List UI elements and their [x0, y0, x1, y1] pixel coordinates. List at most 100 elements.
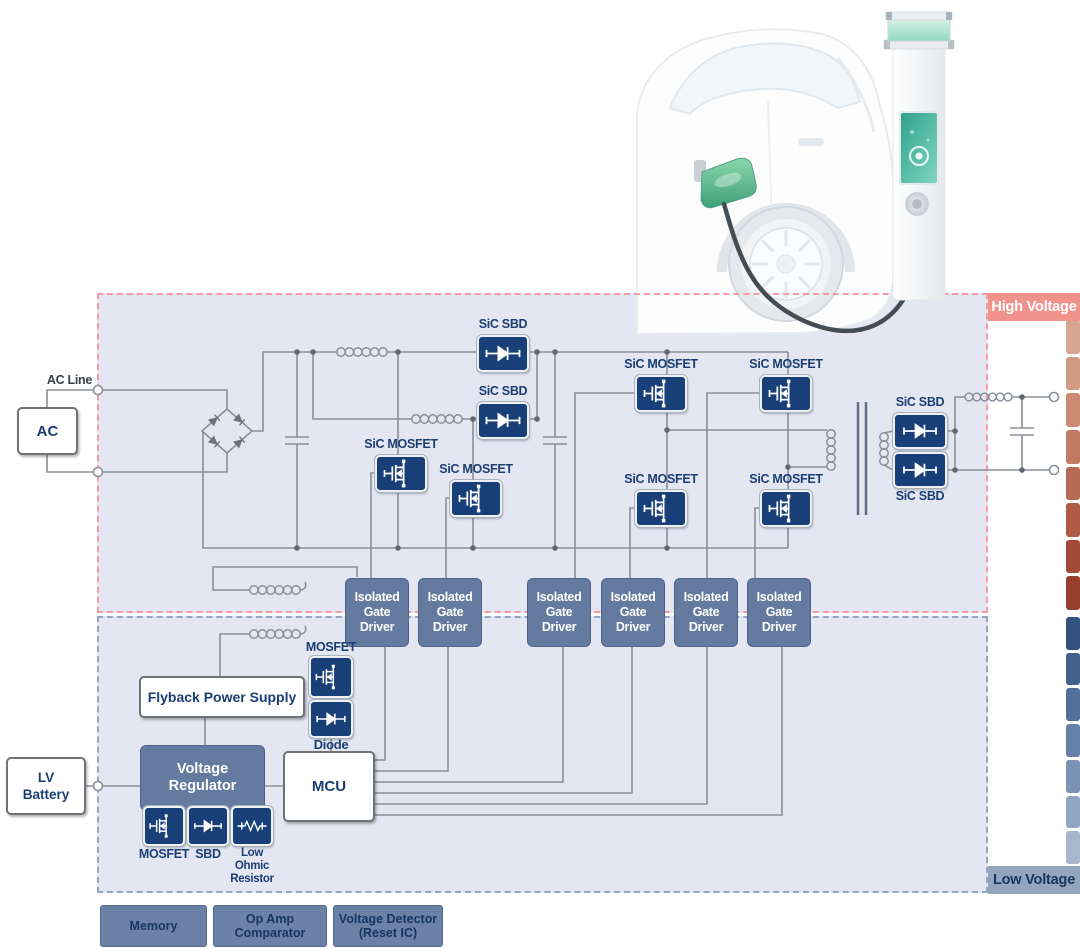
opamp-line1: Op Amp [245, 911, 295, 926]
voltage-bar-segment [1066, 429, 1080, 464]
voltage-bar-segment [1066, 356, 1080, 391]
driver-line: Gate [765, 605, 793, 619]
flyback-mosfet-block[interactable] [308, 655, 354, 699]
driver-line: Gate [692, 605, 720, 619]
vr-sbd-block[interactable] [186, 805, 230, 847]
sic-mosfet-label: SiC MOSFET [624, 472, 698, 486]
lv-battery-block[interactable]: LV Battery [6, 757, 86, 815]
plug-highlight [714, 172, 742, 188]
ac-source-block[interactable]: AC [17, 407, 78, 455]
high-voltage-badge: High Voltage [988, 293, 1080, 321]
lv-battery-line1: LV [37, 770, 55, 785]
wire-group [46, 351, 1050, 816]
voltage-bar-segment [1066, 466, 1080, 501]
sic-sbd-block-out1[interactable] [892, 412, 948, 450]
vr-line1: Voltage [176, 761, 229, 777]
diode-symbol-icon [485, 345, 521, 362]
transformer-secondary-coil [879, 432, 889, 466]
vdet-line2: (Reset IC) [358, 926, 418, 940]
inductor-coils [249, 347, 1013, 639]
cap-corner [884, 40, 890, 49]
lor-line2: Ohmic [234, 860, 270, 872]
sic-sbd-label: SiC SBD [478, 384, 528, 398]
sic-mosfet-block-bridge-tr[interactable] [759, 374, 813, 413]
low-ohmic-resistor-label: Low Ohmic Resistor [225, 847, 279, 886]
sic-mosfet-block-bridge-br[interactable] [759, 489, 813, 528]
voltage-bar-segment [1066, 688, 1080, 722]
sic-sbd-block-out2[interactable] [892, 451, 948, 489]
voltage-bar-segment [1066, 320, 1080, 354]
driver-line: Driver [432, 620, 468, 634]
sic-sbd-label: SiC SBD [895, 395, 945, 409]
driver-line: Driver [615, 620, 651, 634]
driver-line: Isolated [756, 590, 802, 604]
flyback-diode-block[interactable] [308, 699, 354, 739]
diode-label: Diode [313, 737, 349, 752]
sic-mosfet-block-bridge-tl[interactable] [634, 374, 688, 413]
screen-sparkle [910, 130, 914, 134]
car-body-group [636, 28, 895, 336]
ac-line-label: AC Line [46, 373, 92, 387]
sic-mosfet-block-pfc2[interactable] [449, 479, 503, 518]
diode-symbol-icon [194, 819, 222, 833]
screen-ring-icon [909, 146, 929, 166]
driver-line: Isolated [427, 590, 473, 604]
opamp-comparator-block[interactable]: Op Amp Comparator [213, 905, 327, 947]
sic-mosfet-label: SiC MOSFET [364, 437, 438, 451]
driver-line: Isolated [354, 590, 400, 604]
mcu-block[interactable]: MCU [283, 751, 375, 822]
pfc-inductor-1 [336, 347, 388, 357]
voltage-regulator-block[interactable]: Voltage Regulator [140, 745, 265, 811]
charging-cable [721, 201, 906, 334]
sic-mosfet-label: SiC MOSFET [749, 472, 823, 486]
flyback-power-supply-block[interactable]: Flyback Power Supply [139, 676, 305, 718]
mosfet-symbol-icon [768, 494, 791, 523]
sic-mosfet-block-bridge-bl[interactable] [634, 489, 688, 528]
mosfet-symbol-icon [458, 484, 481, 513]
car-pillar-line [836, 57, 876, 133]
mosfet-label: MOSFET [305, 640, 357, 654]
driver-line: Gate [363, 605, 391, 619]
driver-line: Gate [436, 605, 464, 619]
driver-line: Driver [359, 620, 395, 634]
vr-sbd-label: SBD [195, 847, 221, 861]
opamp-line2: Comparator [234, 926, 306, 940]
ac-label: AC [36, 422, 59, 440]
sic-sbd-block-2[interactable] [476, 401, 530, 440]
vr-mosfet-block[interactable] [142, 805, 186, 847]
vr-resistor-block[interactable] [230, 805, 274, 847]
mosfet-symbol-icon [383, 459, 406, 488]
driver-line: Isolated [610, 590, 656, 604]
bridge-rectifier-diodes [208, 413, 246, 449]
voltage-detector-block[interactable]: Voltage Detector (Reset IC) [333, 905, 443, 947]
sic-mosfet-label: SiC MOSFET [624, 357, 698, 371]
memory-block[interactable]: Memory [100, 905, 207, 947]
diode-symbol-icon [316, 712, 346, 726]
car-door-handle [798, 138, 824, 146]
mosfet-symbol-icon [643, 494, 666, 523]
voltage-bar-segment [1066, 724, 1080, 757]
voltage-bar-blue [1066, 617, 1080, 865]
screen-sparkle [926, 138, 930, 142]
memory-label: Memory [129, 918, 178, 933]
sic-mosfet-block-pfc1[interactable] [374, 454, 428, 493]
vr-mosfet-label: MOSFET [138, 847, 190, 861]
lv-battery-line2: Battery [22, 787, 70, 802]
pillar-button-inner [912, 199, 922, 209]
sic-sbd-label: SiC SBD [895, 489, 945, 503]
voltage-bar-segment [1066, 539, 1080, 574]
screen-dot-icon [915, 152, 923, 160]
voltage-bar-segment [1066, 576, 1080, 610]
vr-line2: Regulator [168, 778, 237, 794]
sic-sbd-block-1[interactable] [476, 334, 530, 373]
